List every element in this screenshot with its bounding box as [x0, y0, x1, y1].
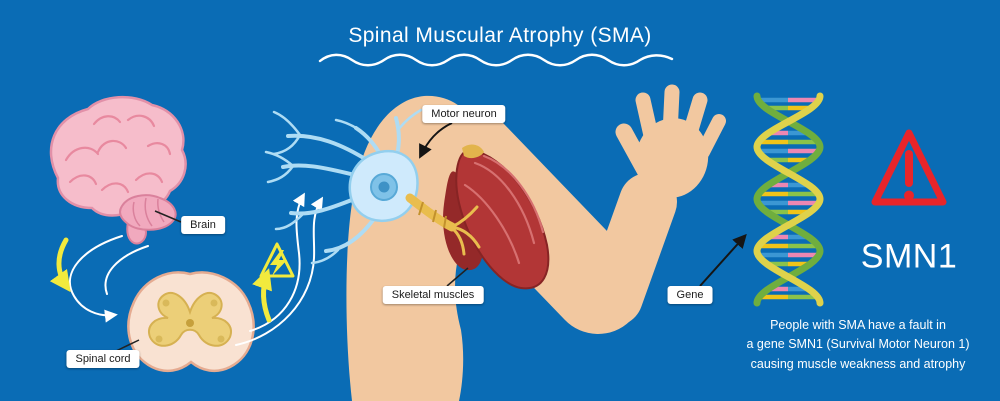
label-gene: Gene	[667, 286, 713, 304]
myelin-gaps	[418, 201, 447, 229]
cerebellum	[119, 194, 177, 231]
description-line-3: causing muscle weakness and atrophy	[750, 356, 966, 371]
gray-matter-spots	[155, 299, 225, 343]
description-text: People with SMA have a fault in a gene S…	[733, 316, 983, 374]
yellow-down-arrow	[49, 237, 71, 293]
brain-to-cord-curve	[68, 235, 123, 323]
alert-triangle-icon	[871, 129, 947, 206]
fingers	[615, 84, 726, 181]
description-line-2: a gene SMN1 (Survival Motor Neuron 1)	[746, 337, 970, 352]
brain-leader-line	[154, 210, 182, 223]
central-canal	[186, 319, 194, 327]
tendon	[462, 144, 484, 159]
brain-illustration	[49, 95, 187, 245]
brain-gyri	[64, 114, 172, 194]
dna-strand-yellow	[753, 92, 824, 307]
description-line-1: People with SMA have a fault in	[770, 318, 946, 332]
label-leaders	[115, 122, 747, 352]
cerebellum-stripes	[132, 197, 165, 227]
forearm	[585, 173, 677, 326]
muscle-fibers	[463, 154, 545, 265]
spinal-cord-leader-line	[115, 339, 140, 352]
cord-to-neuron-curve-2	[235, 196, 324, 346]
dna-strand-green	[753, 92, 824, 307]
label-spinal-cord: Spinal cord	[66, 350, 140, 368]
label-brain: Brain	[181, 216, 225, 234]
skeletal-muscles-leader-line	[446, 267, 469, 287]
yellow-up-arrow	[252, 268, 272, 323]
page-title: Spinal Muscular Atrophy (SMA)	[348, 24, 652, 47]
axon	[405, 193, 457, 232]
nerve-terminal-branches	[450, 205, 481, 256]
label-skeletal-muscles: Skeletal muscles	[382, 286, 484, 304]
spinal-cord-illustration	[127, 271, 255, 373]
title-wave-divider	[318, 53, 674, 67]
dna-helix-illustration	[753, 92, 824, 307]
brain-to-cord-curve-2	[104, 245, 149, 295]
signal-flow-arrows	[49, 192, 324, 346]
motor-neuron-pointer-arrow	[419, 122, 453, 159]
gene-name: SMN1	[860, 237, 958, 276]
label-motor-neuron: Motor neuron	[422, 105, 506, 123]
gene-pointer-arrow	[699, 233, 747, 287]
lightning-warning-icon	[259, 242, 295, 278]
brain-cortex	[49, 95, 187, 217]
motor-neuron-illustration	[264, 108, 481, 265]
neuron-nucleolus	[378, 181, 390, 193]
